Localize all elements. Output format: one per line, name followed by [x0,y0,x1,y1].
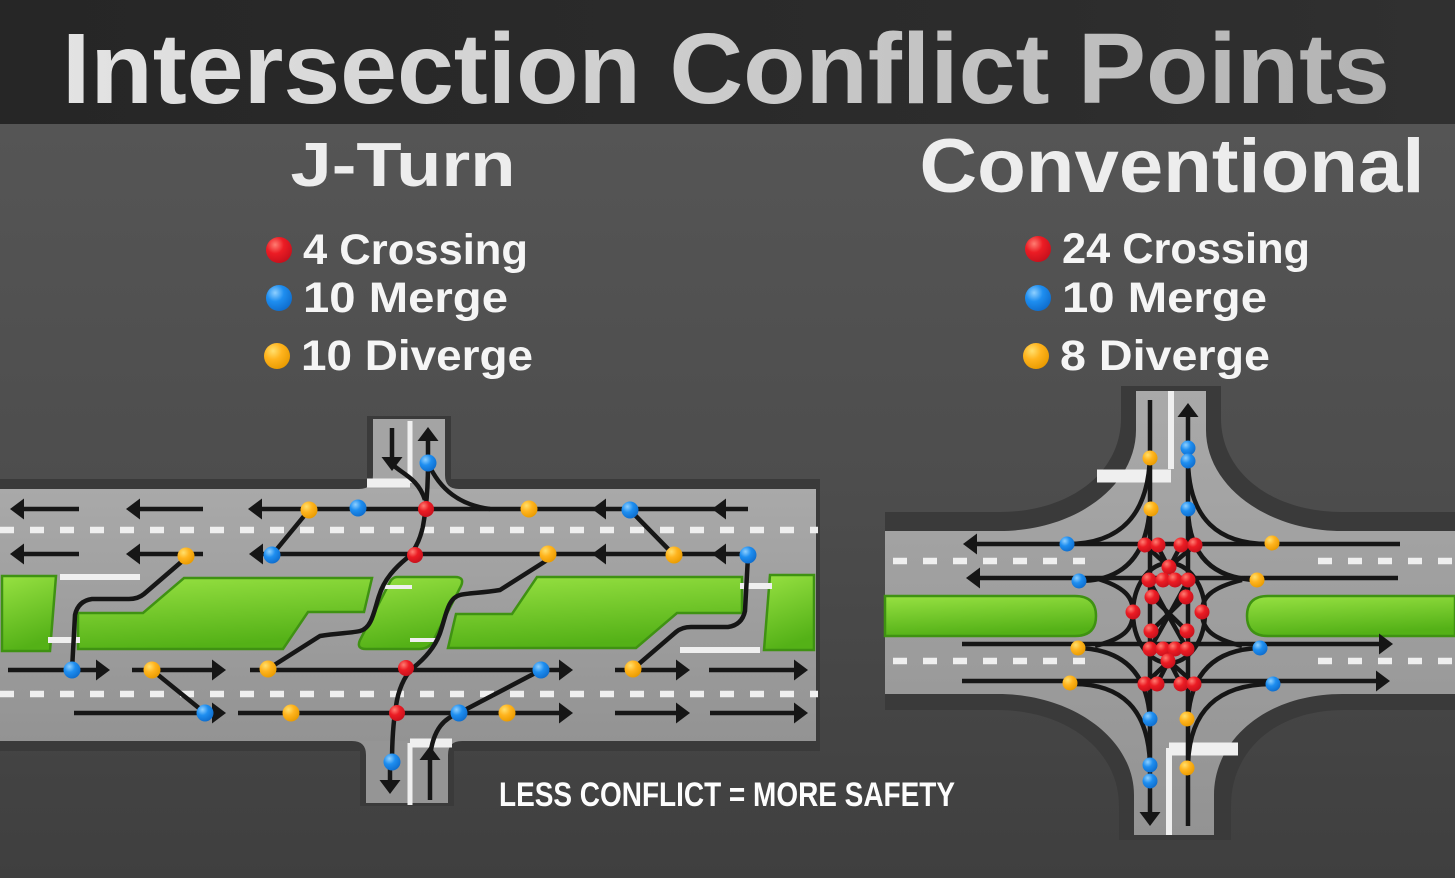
svg-text:10 Diverge: 10 Diverge [301,332,533,380]
svg-text:4 Crossing: 4 Crossing [303,226,528,274]
svg-text:10 Merge: 10 Merge [1062,274,1267,322]
svg-text:24 Crossing: 24 Crossing [1062,225,1310,273]
svg-text:8 Diverge: 8 Diverge [1060,332,1270,380]
svg-text:10 Merge: 10 Merge [303,274,508,322]
svg-text:LESS CONFLICT = MORE SAFETY: LESS CONFLICT = MORE SAFETY [499,776,955,814]
svg-text:Conventional: Conventional [920,124,1425,209]
svg-text:J-Turn: J-Turn [291,131,516,200]
svg-text:Intersection Conflict Points: Intersection Conflict Points [62,13,1390,125]
